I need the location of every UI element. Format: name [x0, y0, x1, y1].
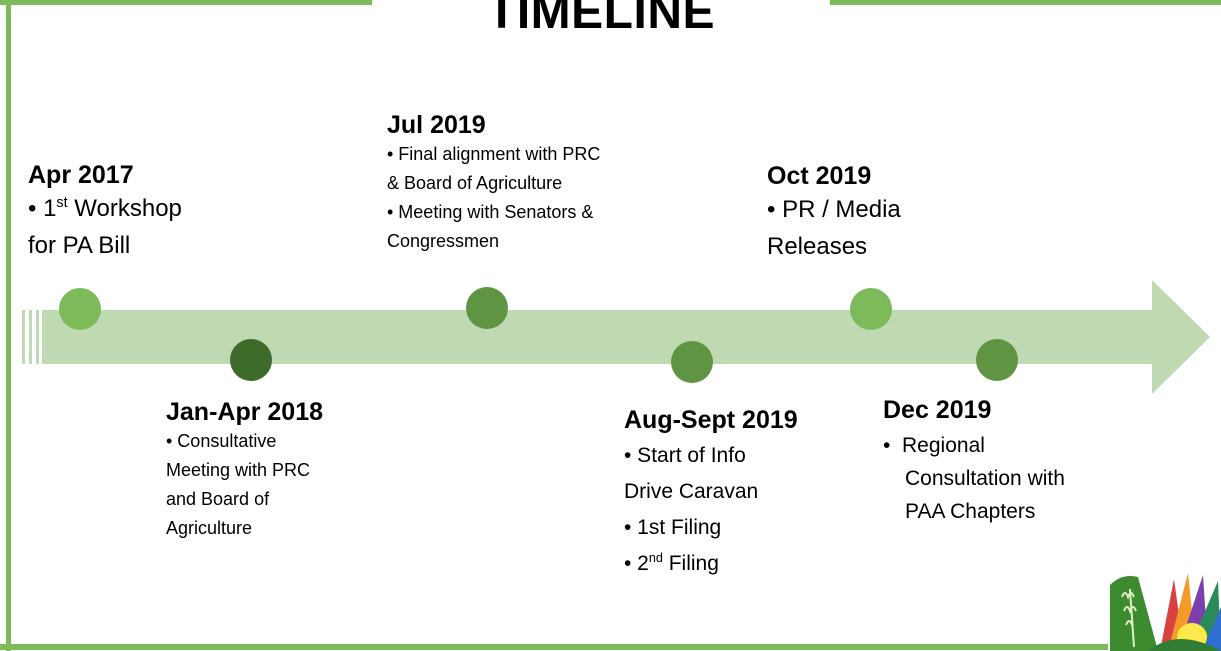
event-line: • 1st Workshop: [28, 195, 182, 222]
arrow-tail-stripe: [36, 310, 39, 364]
timeline-dot-apr-2017: [59, 288, 101, 330]
event-line: • Consultative: [166, 431, 277, 451]
frame-top-right: [830, 0, 1221, 5]
timeline-dot-aug-sept-2019: [671, 341, 713, 383]
event-line: • PR / Media: [767, 196, 901, 223]
timeline-dot-dec-2019: [976, 339, 1018, 381]
event-line: • Final alignment with PRC: [387, 144, 601, 164]
event-line: • 1st Filing: [624, 516, 722, 539]
event-line: • 2nd Filing: [624, 551, 719, 575]
event-line: • Start of Info: [624, 444, 746, 467]
arrow-tail-stripe: [22, 310, 25, 364]
timeline-dot-jul-2019: [466, 287, 508, 329]
event-dec-2019: Dec 2019 • Regional Consultation with PA…: [883, 395, 1065, 527]
event-apr-2017: Apr 2017 • 1st Workshop for PA Bill: [28, 160, 182, 264]
event-date: Apr 2017: [28, 161, 134, 189]
event-date: Jul 2019: [387, 111, 486, 139]
event-date: Jan-Apr 2018: [166, 398, 324, 426]
event-jul-2019: Jul 2019 • Final alignment with PRC & Bo…: [387, 110, 600, 256]
event-line: and Board of: [166, 489, 270, 509]
event-date: Aug-Sept 2019: [624, 406, 798, 434]
arrow-body: [42, 280, 1210, 394]
event-line: • Meeting with Senators &: [387, 202, 594, 222]
event-line: • Regional: [883, 434, 985, 457]
event-date: Dec 2019: [883, 396, 992, 424]
frame-top-left: [0, 0, 372, 5]
event-oct-2019: Oct 2019 • PR / Media Releases: [767, 161, 901, 265]
organization-logo-icon: [1108, 567, 1221, 651]
page-title: TIMELINE: [372, 0, 830, 48]
frame-left: [6, 0, 11, 651]
event-line: PAA Chapters: [905, 500, 1036, 523]
event-line: Releases: [767, 233, 868, 260]
event-line: Congressmen: [387, 231, 500, 251]
event-line: Consultation with: [905, 467, 1065, 490]
event-line: Drive Caravan: [624, 480, 759, 503]
event-aug-sept-2019: Aug-Sept 2019 • Start of Info Drive Cara…: [624, 405, 798, 579]
arrow-tail-stripe: [29, 310, 32, 364]
event-line: Meeting with PRC: [166, 460, 311, 480]
frame-bottom: [0, 644, 1108, 650]
event-jan-apr-2018: Jan-Apr 2018 • Consultative Meeting with…: [166, 397, 323, 543]
event-line: Agriculture: [166, 518, 253, 538]
event-date: Oct 2019: [767, 162, 872, 190]
timeline-dot-jan-apr-2018: [230, 339, 272, 381]
event-line: for PA Bill: [28, 232, 131, 259]
event-line: & Board of Agriculture: [387, 173, 563, 193]
timeline-dot-oct-2019: [850, 288, 892, 330]
